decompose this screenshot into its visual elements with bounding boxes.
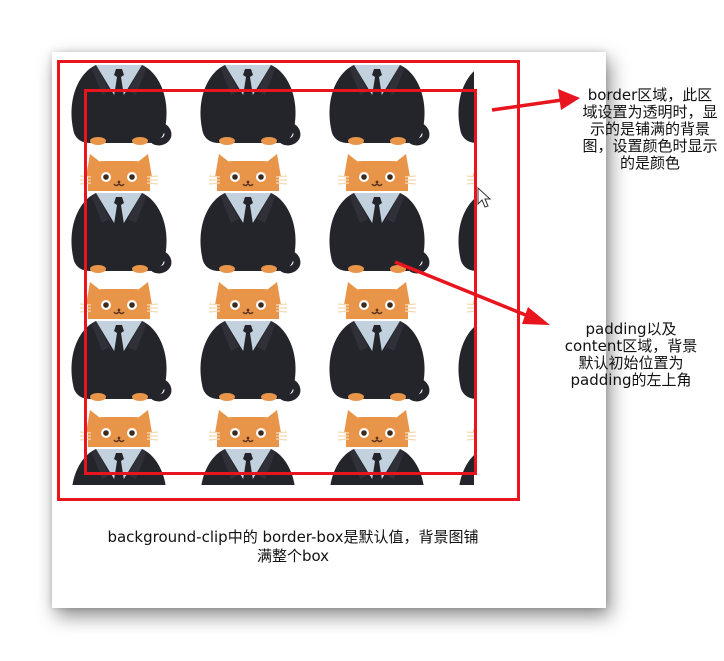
mouse-cursor-icon xyxy=(477,187,492,208)
padding-area-outline xyxy=(84,89,477,475)
figure-caption: background-clip中的 border-box是默认值，背景图铺满整个… xyxy=(107,528,479,565)
border-area-annotation: border区域，此区域设置为透明时，显示的是铺满的背景图，设置颜色时显示的是颜… xyxy=(582,86,718,172)
padding-area-annotation: padding以及content区域，背景默认初始位置为padding的左上角 xyxy=(564,320,698,389)
